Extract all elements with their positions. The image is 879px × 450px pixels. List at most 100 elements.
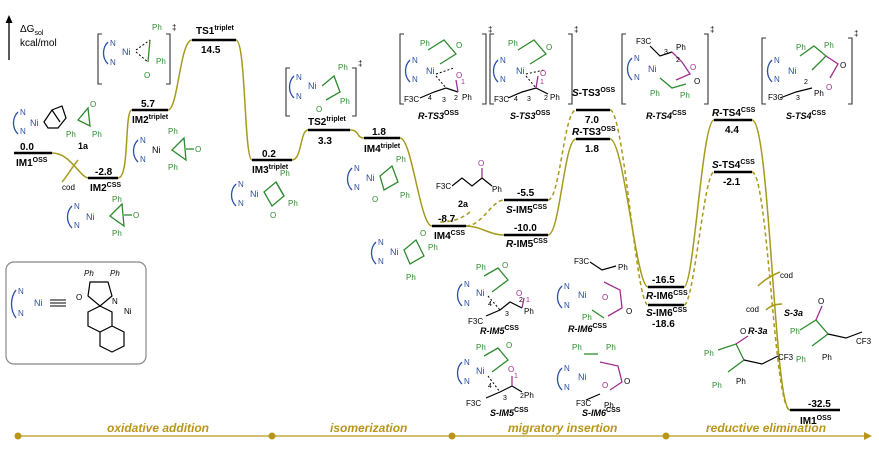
svg-text:Ni: Ni (366, 173, 375, 183)
svg-text:O: O (740, 327, 746, 336)
svg-text:Ph: Ph (428, 243, 438, 252)
energy-ts2: 3.3 (318, 136, 332, 147)
svg-text:O: O (624, 377, 630, 386)
svg-text:Ni: Ni (250, 189, 259, 199)
structure-im3: N N Ni O Ph Ph (230, 169, 298, 220)
svg-text:N: N (634, 73, 640, 82)
svg-text:O: O (818, 297, 824, 306)
svg-text:2: 2 (520, 393, 524, 400)
name-s-im6: S-IM6CSS (646, 307, 687, 319)
structure-im4-triplet: N N Ni O Ph Ph (346, 155, 410, 204)
svg-text:CF3: CF3 (856, 337, 872, 346)
svg-text:Ph: Ph (604, 401, 614, 410)
energy-s-im6: -18.6 (652, 319, 675, 330)
svg-text:Ph: Ph (796, 43, 806, 52)
svg-text:Ni: Ni (476, 366, 485, 376)
svg-text:1: 1 (540, 79, 544, 86)
svg-text:N: N (238, 199, 244, 208)
label-cod-2: cod (780, 271, 793, 280)
svg-text:O: O (694, 77, 700, 86)
energy-s-ts4: -2.1 (723, 177, 741, 188)
svg-text:N: N (110, 39, 116, 48)
svg-text:O: O (516, 289, 522, 298)
svg-text:3: 3 (505, 311, 509, 318)
svg-text:Ph: Ph (462, 93, 472, 102)
svg-text:4: 4 (428, 95, 432, 102)
svg-text:N: N (18, 309, 24, 318)
svg-text:O: O (76, 293, 82, 302)
svg-text:F3C: F3C (768, 93, 783, 102)
svg-text:3: 3 (503, 395, 507, 402)
structure-s-ts3: ‡ N N Ni Ph O O Ph F3C 1 2 3 4 S-TS3OSS (489, 25, 578, 121)
svg-text:O: O (690, 63, 696, 72)
svg-text:N: N (412, 75, 418, 84)
svg-text:Ph: Ph (110, 269, 120, 278)
svg-text:Ph: Ph (796, 355, 806, 364)
svg-text:O: O (144, 71, 150, 80)
svg-text:F3C: F3C (636, 37, 651, 46)
svg-text:Ph: Ph (152, 23, 162, 32)
ligand-legend: N N Ni Ph Ph O N Ni (5, 261, 147, 365)
svg-text:O: O (372, 195, 378, 204)
svg-text:Ni: Ni (426, 66, 435, 76)
label-cod-1: cod (62, 183, 75, 192)
svg-text:2: 2 (676, 57, 680, 64)
svg-text:Ni: Ni (86, 212, 95, 222)
svg-text:Ph: Ph (680, 91, 690, 100)
svg-text:Ph: Ph (508, 39, 518, 48)
svg-text:Ph: Ph (112, 229, 122, 238)
svg-text:Ph: Ph (156, 57, 166, 66)
name-im1: IM1OSS (16, 157, 48, 169)
label-2a: 2a (458, 199, 469, 209)
svg-text:Ph: Ph (712, 381, 722, 390)
svg-text:Ph: Ph (572, 343, 582, 352)
svg-text:1: 1 (514, 373, 518, 380)
structure-ts2: ‡ N N Ni O Ph Ph (285, 59, 362, 117)
svg-text:2: 2 (519, 297, 523, 304)
svg-text:O: O (540, 69, 546, 78)
svg-text:Ph: Ph (406, 273, 416, 282)
svg-text:Ph: Ph (400, 191, 410, 200)
svg-text:N: N (412, 56, 418, 65)
svg-text:Ph: Ph (340, 97, 350, 106)
energy-r-ts3: 1.8 (585, 144, 599, 155)
name-s-im5: S-IM5CSS (506, 204, 547, 216)
svg-text:O: O (508, 365, 514, 374)
svg-text:N: N (110, 58, 116, 67)
svg-text:N: N (378, 257, 384, 266)
svg-text:F3C: F3C (574, 257, 589, 266)
svg-text:Ph: Ph (814, 89, 824, 98)
svg-text:N: N (464, 299, 470, 308)
svg-text:Ph: Ph (84, 269, 94, 278)
structure-r-ts4: ‡ F3C N N Ni O O Ph Ph Ph 3 2 R-TS4CSS (621, 25, 714, 121)
svg-text:Ni: Ni (308, 81, 317, 91)
svg-text:N: N (464, 377, 470, 386)
svg-text:Ph: Ph (92, 130, 102, 139)
svg-text:Ni: Ni (578, 372, 587, 382)
energy-s-ts3: 7.0 (585, 115, 599, 126)
svg-text:‡: ‡ (488, 25, 492, 34)
phase-oxidative-addition: oxidative addition (107, 421, 209, 435)
svg-text:3: 3 (664, 49, 668, 56)
label-s-im6-pic: S-IM6CSS (582, 407, 621, 418)
svg-text:1: 1 (461, 79, 465, 86)
name-im3: IM3triplet (252, 164, 289, 176)
svg-text:N: N (464, 280, 470, 289)
energy-im1-product: -32.5 (808, 399, 831, 410)
svg-text:N: N (564, 282, 570, 291)
svg-text:O: O (602, 381, 608, 390)
svg-text:O: O (502, 261, 508, 270)
svg-text:N: N (564, 364, 570, 373)
svg-text:O: O (195, 145, 201, 154)
energy-im3: 0.2 (262, 149, 276, 160)
energy-im4-css: -8.7 (438, 214, 456, 225)
svg-text:Ph: Ph (476, 263, 486, 272)
svg-text:Ni: Ni (578, 290, 587, 300)
energy-im2-css: -2.8 (95, 167, 113, 178)
svg-text:O: O (456, 71, 462, 80)
structure-s-ts4: ‡ N N Ni Ph Ph O O F3C Ph 2 3 S-TS4CSS (761, 29, 858, 121)
svg-text:Ph: Ph (550, 93, 560, 102)
svg-text:N: N (464, 358, 470, 367)
svg-text:3: 3 (796, 95, 800, 102)
svg-text:O: O (478, 159, 484, 168)
